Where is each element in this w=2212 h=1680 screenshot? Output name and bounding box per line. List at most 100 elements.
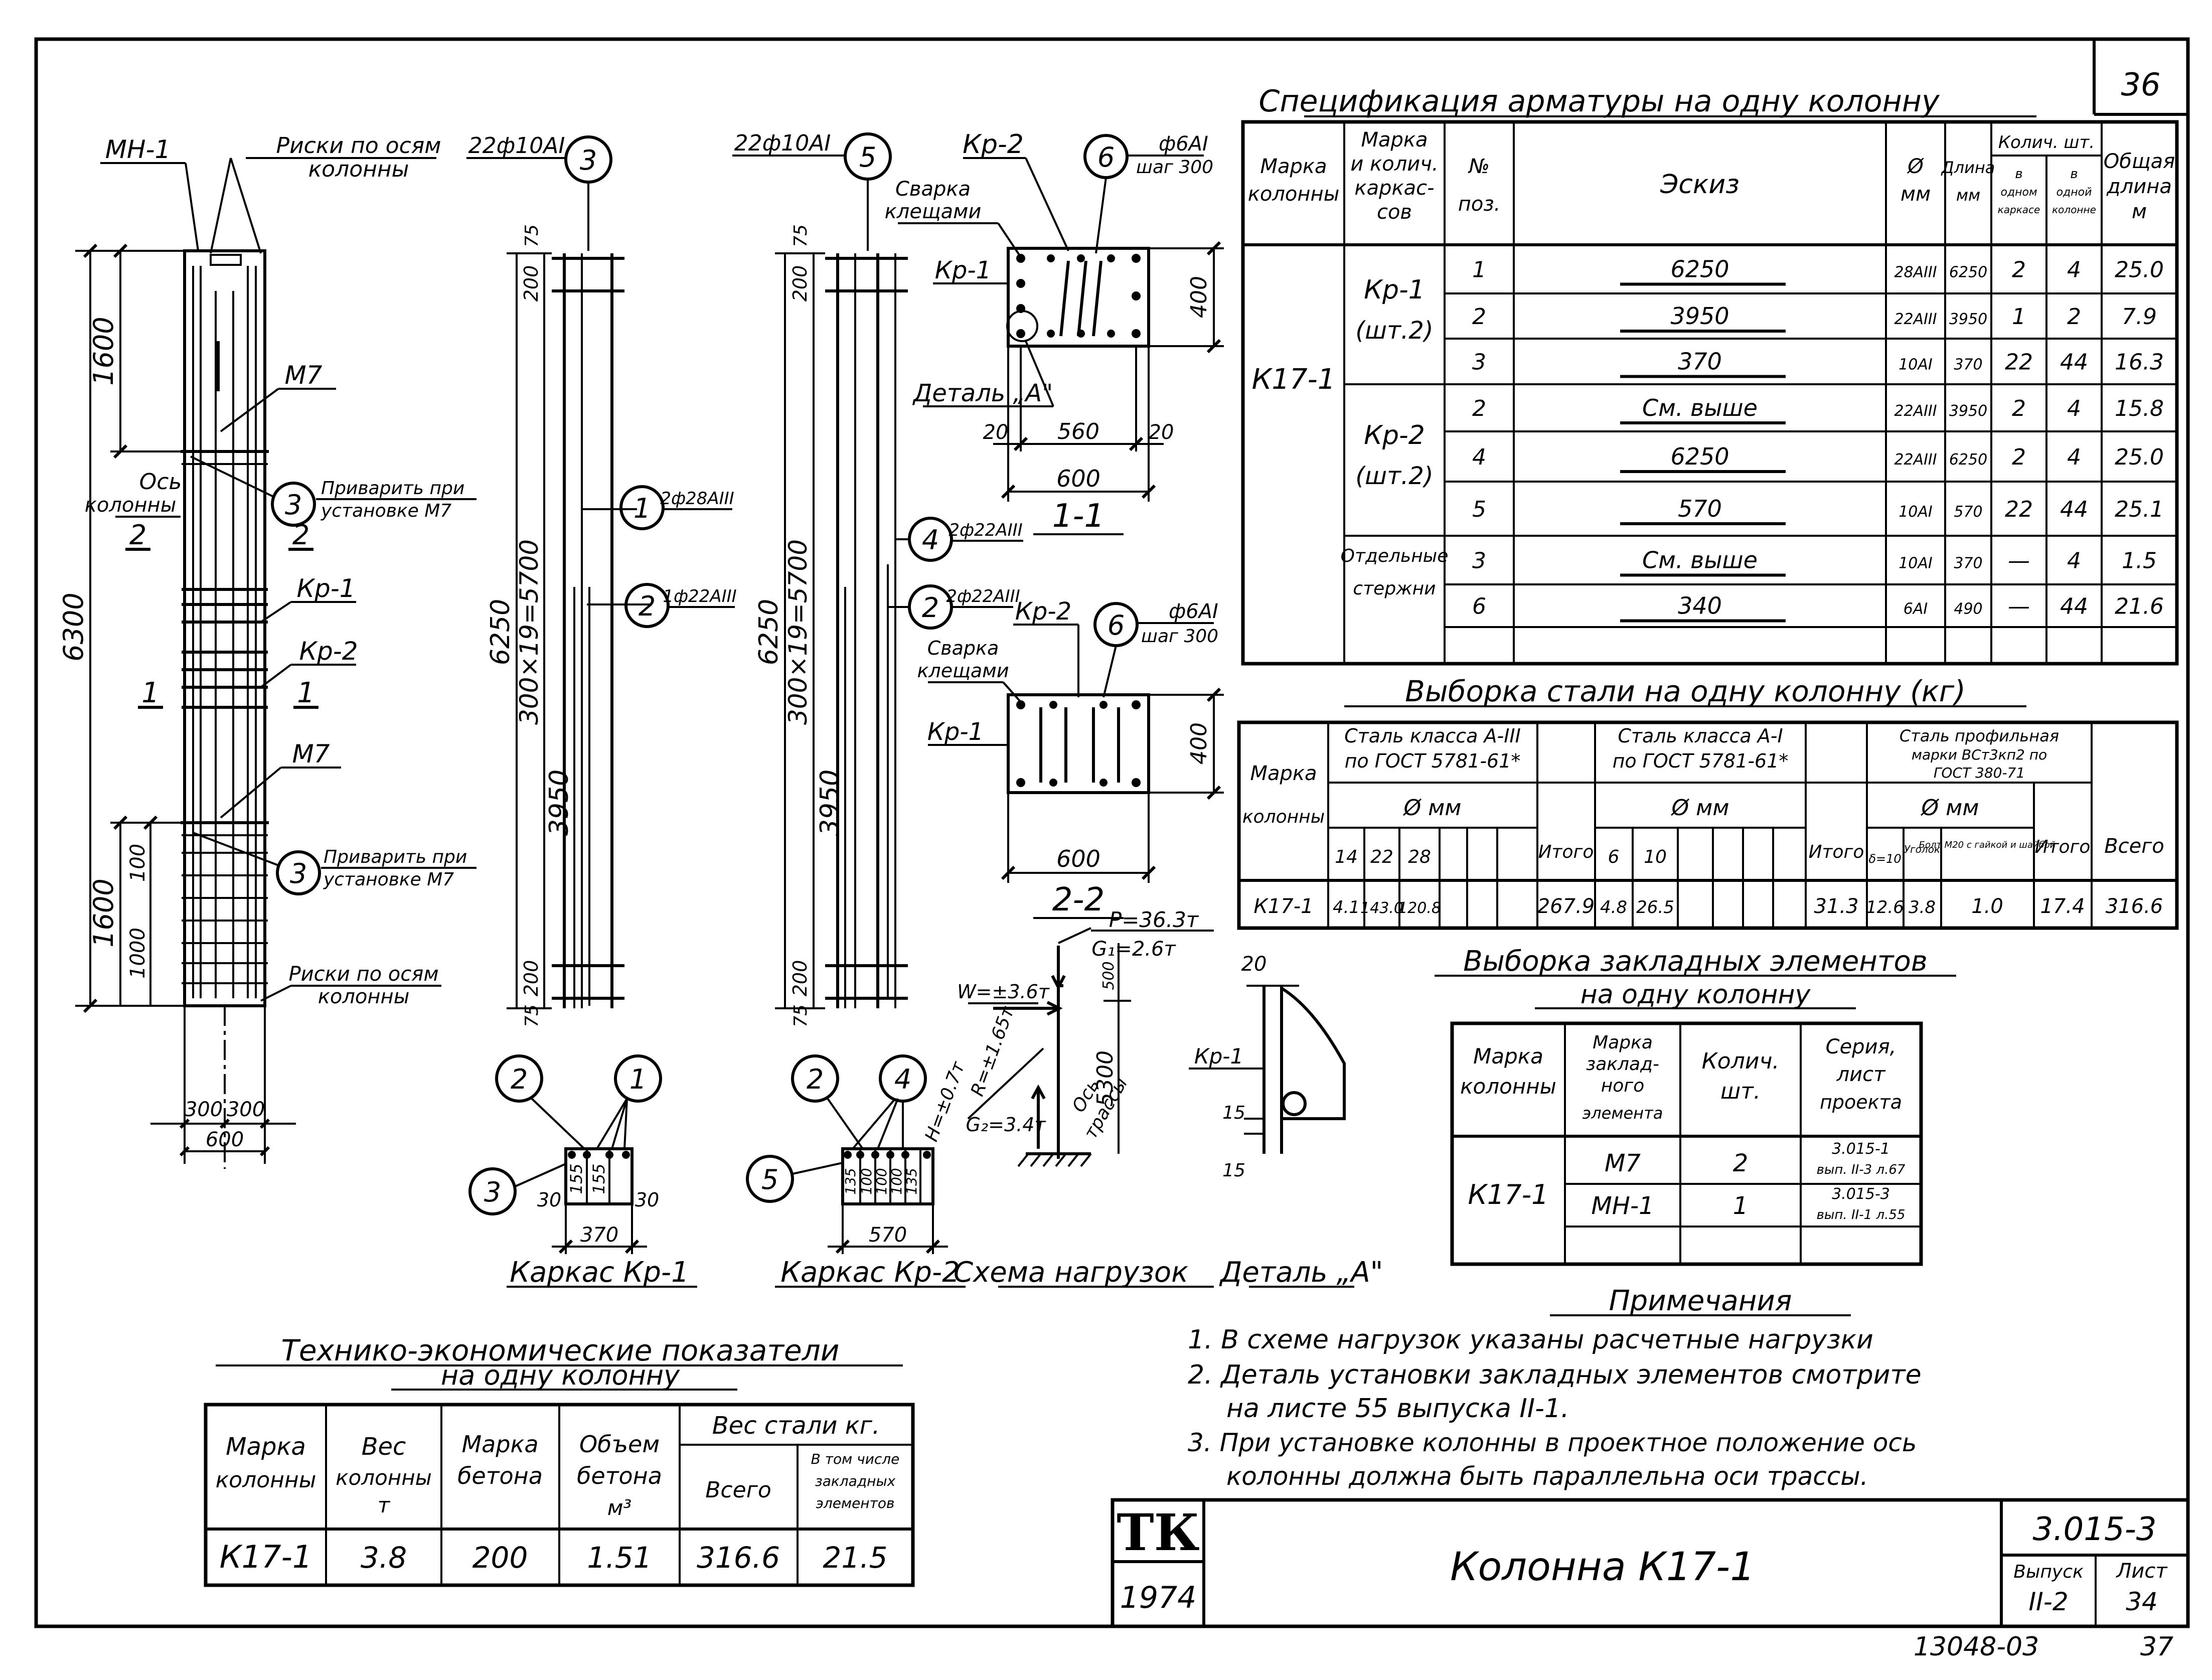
spec-cell-dia: 10АI (1899, 503, 1933, 521)
svg-text:Серия,: Серия, (1826, 1035, 1897, 1058)
svg-text:100: 100 (873, 1168, 890, 1194)
svg-text:34: 34 (2126, 1587, 2158, 1616)
spec-cell-q1: 2 (2012, 444, 2026, 470)
cage-kr2-title: Каркас Кр-2 (780, 1256, 960, 1289)
svg-text:мм: мм (1901, 183, 1931, 206)
spec-cell-total: 21.6 (2115, 594, 2164, 620)
svg-text:2: 2 (639, 590, 656, 622)
svg-text:Объем: Объем (579, 1431, 660, 1458)
spec-cell-dia: 10АI (1899, 356, 1933, 374)
svg-text:(шт.2): (шт.2) (1355, 317, 1433, 345)
svg-text:Марка: Марка (1593, 1032, 1653, 1053)
svg-text:135: 135 (903, 1168, 920, 1194)
spec-cell-q2: 4 (2067, 548, 2081, 574)
svg-text:Ø мм: Ø мм (1670, 795, 1729, 821)
svg-text:бетона: бетона (457, 1462, 543, 1489)
svg-text:120.8: 120.8 (1398, 899, 1441, 917)
svg-text:Эскиз: Эскиз (1660, 170, 1740, 200)
svg-text:2: 2 (807, 1063, 824, 1095)
svg-text:Всего: Всего (2104, 835, 2164, 858)
svg-text:в: в (2070, 167, 2078, 182)
svg-text:2: 2 (511, 1063, 528, 1095)
svg-text:267.9: 267.9 (1537, 895, 1595, 918)
spec-cell-pos: 4 (1472, 444, 1486, 470)
svg-text:G₂=3.4т: G₂=3.4т (966, 1114, 1046, 1136)
svg-text:(шт.2): (шт.2) (1355, 462, 1433, 490)
svg-text:G₁=2.6т: G₁=2.6т (1091, 938, 1176, 961)
column-elevation: 300 300 600 6300 1600 1600 100 1000 МН-1… (58, 133, 477, 1169)
spec-cell-total: 25.1 (2115, 497, 2164, 522)
svg-text:Уголок: Уголок (1904, 843, 1940, 855)
svg-text:Ось: Ось (139, 469, 182, 495)
section-1-1: 400 20 560 20 600 1-1 Кр-2 6 ф6АI шаг 30… (885, 129, 1224, 535)
spec-cell-len: 3950 (1949, 311, 1987, 328)
section-2-2-title: 2-2 (1052, 881, 1105, 919)
svg-text:Итого: Итого (1809, 842, 1864, 862)
spec-cell-dia: 22АIII (1894, 402, 1937, 420)
svg-text:Лист: Лист (2115, 1560, 2168, 1583)
svg-text:В том числе: В том числе (811, 1451, 900, 1467)
spec-cell-q2: 4 (2067, 257, 2081, 283)
svg-text:75: 75 (791, 1004, 811, 1027)
svg-text:400: 400 (1186, 722, 1212, 765)
svg-text:200: 200 (520, 960, 542, 997)
svg-text:3.8: 3.8 (361, 1541, 407, 1575)
svg-text:4: 4 (922, 524, 939, 556)
bubble-2-frame1 (624, 583, 670, 628)
svg-text:100: 100 (126, 844, 149, 882)
svg-text:560: 560 (1057, 419, 1099, 444)
spec-cell-sketch: 340 (1678, 592, 1722, 620)
svg-text:лист: лист (1836, 1063, 1886, 1086)
svg-text:3: 3 (484, 1176, 501, 1208)
svg-text:Риски по осям: Риски по осям (288, 963, 438, 986)
svg-text:6300: 6300 (58, 592, 89, 661)
svg-text:колонны: колонны (1242, 807, 1325, 827)
svg-text:элемента: элемента (1583, 1104, 1663, 1123)
svg-text:1: 1 (629, 1063, 647, 1095)
svg-text:1600: 1600 (88, 317, 119, 385)
svg-text:сов: сов (1377, 201, 1412, 224)
svg-text:поз.: поз. (1458, 193, 1501, 216)
svg-text:3.015-3: 3.015-3 (1832, 1185, 1890, 1203)
svg-text:М7: М7 (285, 361, 323, 390)
svg-text:135: 135 (842, 1168, 859, 1194)
svg-text:колонны: колонны (1460, 1074, 1556, 1099)
svg-text:Итого: Итого (2035, 837, 2091, 857)
svg-text:колонны: колонны (85, 494, 177, 517)
svg-text:5: 5 (859, 141, 876, 173)
spec-cell-sketch: 3950 (1670, 302, 1729, 330)
bubble-3-top (271, 482, 316, 527)
svg-text:Марка: Марка (1361, 128, 1428, 151)
svg-text:шаг 300: шаг 300 (1141, 626, 1218, 647)
spec-cell-pos: 1 (1472, 257, 1486, 283)
svg-text:500: 500 (1100, 961, 1118, 990)
svg-text:Марка: Марка (1260, 155, 1327, 178)
svg-text:шаг 300: шаг 300 (1136, 157, 1213, 178)
svg-text:Длина: Длина (1941, 158, 1995, 177)
svg-text:4.1: 4.1 (1333, 897, 1360, 918)
svg-text:Сварка: Сварка (927, 637, 999, 659)
svg-text:1. В схеме нагрузок указаны ра: 1. В схеме нагрузок указаны расчетные на… (1188, 1325, 1873, 1355)
steel-selection-table: Выборка стали на одну колонну (кг) Марка… (1237, 674, 2179, 930)
svg-text:15: 15 (1222, 1160, 1245, 1181)
svg-text:6: 6 (1608, 847, 1620, 867)
svg-text:2: 2 (922, 592, 939, 624)
svg-text:каркас-: каркас- (1354, 177, 1434, 200)
svg-text:Марка: Марка (1473, 1044, 1543, 1068)
svg-text:3: 3 (580, 144, 597, 176)
svg-text:28: 28 (1408, 847, 1431, 867)
tech-economic-table: Технико-экономические показатели на одну… (204, 1333, 915, 1587)
svg-text:R=±1.65т: R=±1.65т (967, 1003, 1019, 1099)
svg-text:6250: 6250 (486, 599, 516, 665)
svg-text:Кр-1: Кр-1 (1364, 275, 1425, 305)
svg-text:155: 155 (589, 1163, 608, 1194)
spec-cell-sketch: 6250 (1670, 443, 1729, 470)
svg-text:одной: одной (2057, 186, 2092, 199)
section-2-2: 400 600 2-2 Кр-2 6 ф6АI шаг 300 Сварка к… (917, 597, 1224, 919)
svg-text:31.3: 31.3 (1814, 895, 1858, 918)
spec-cell-q1: 2 (2012, 396, 2026, 421)
svg-text:26.5: 26.5 (1636, 897, 1674, 918)
stamp-year: 1974 (1120, 1580, 1197, 1615)
